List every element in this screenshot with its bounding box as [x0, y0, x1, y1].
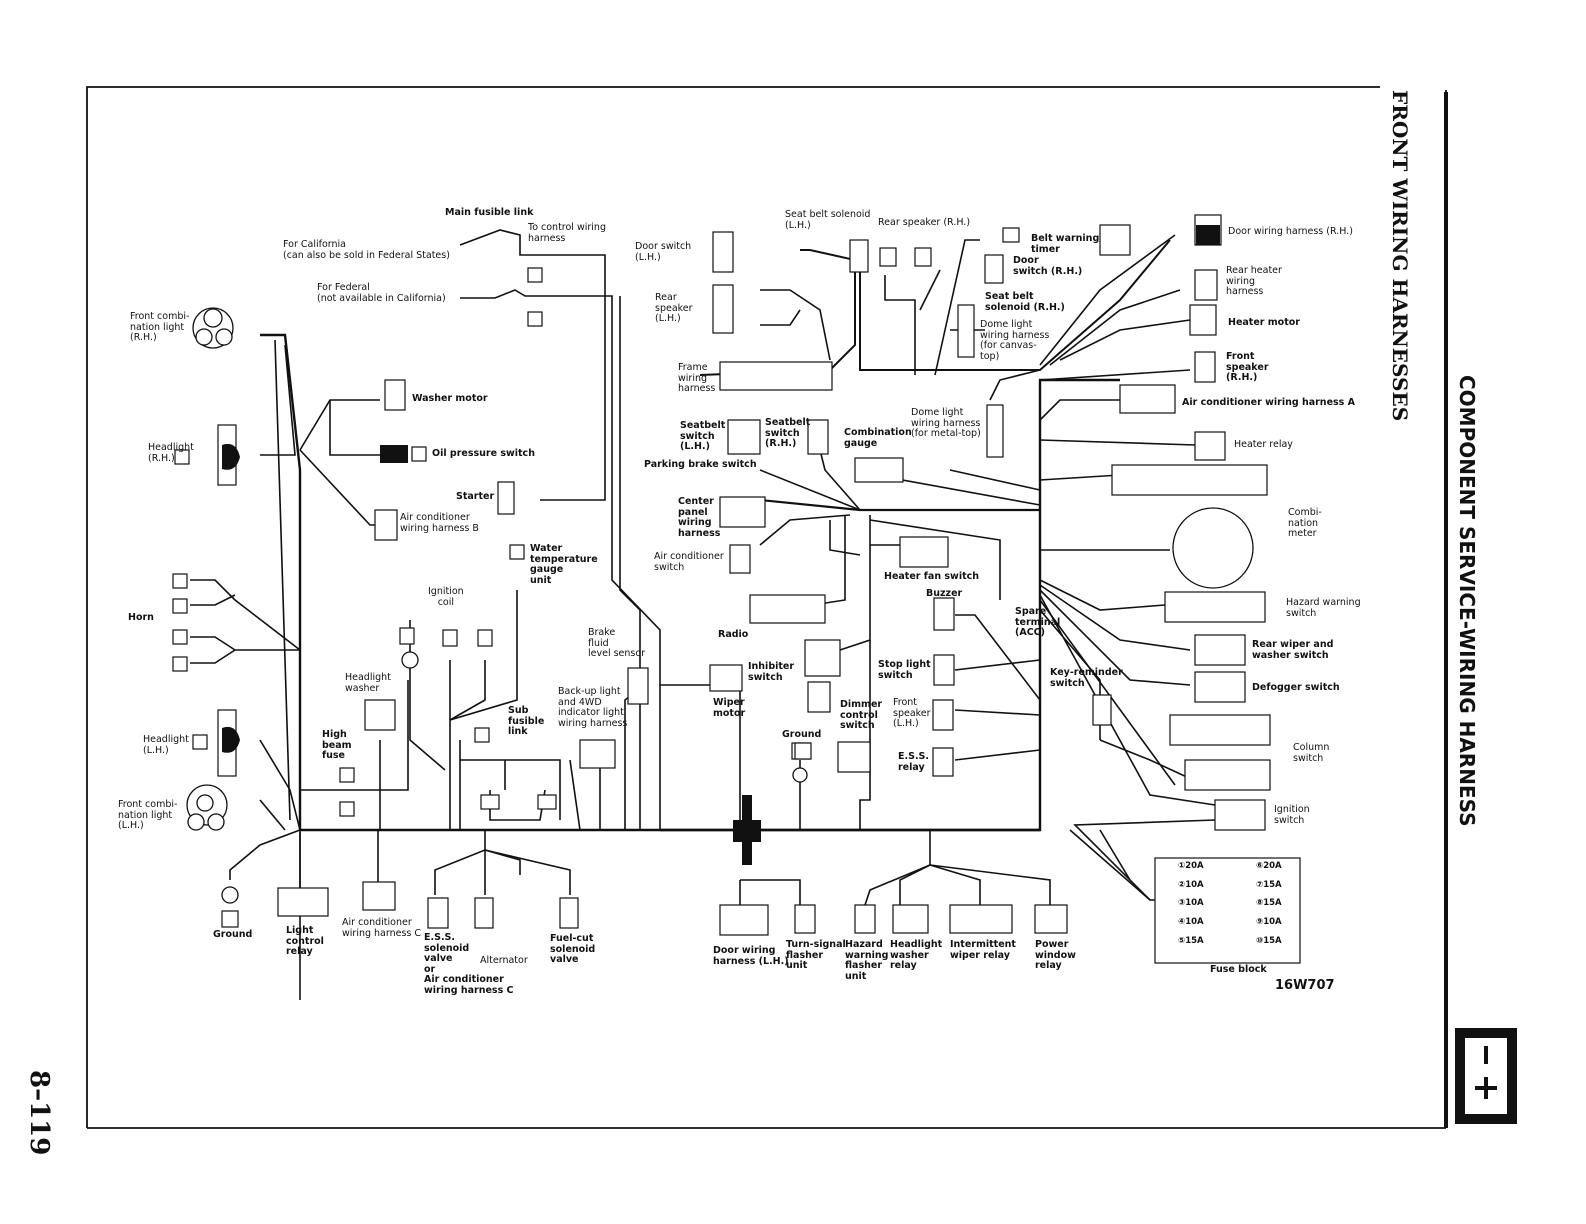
- label-key-reminder: Key-reminder switch: [1050, 667, 1123, 689]
- label-light-control-relay: Light control relay: [286, 925, 324, 957]
- label-ac-harness-b: Air conditioner wiring harness B: [400, 512, 479, 534]
- label-ac-switch: Air conditioner switch: [654, 551, 724, 573]
- label-horn: Horn: [128, 612, 154, 623]
- label-hazard-switch: Hazard warning switch: [1286, 597, 1361, 619]
- label-headlight-washer-relay: Headlight washer relay: [890, 939, 943, 971]
- fuse-4: ④10A: [1178, 917, 1204, 927]
- label-starter: Starter: [456, 491, 495, 502]
- label-door-harness-rh: Door wiring harness (R.H.): [1228, 226, 1353, 237]
- fuse-6: ⑥20A: [1256, 861, 1282, 871]
- label-high-beam-fuse: High beam fuse: [322, 729, 352, 761]
- label-intermittent: Intermittent wiper relay: [950, 939, 1016, 961]
- label-center-panel: Center panel wiring harness: [678, 496, 721, 539]
- label-sub-fusible-link: Sub fusible link: [508, 705, 545, 737]
- label-backup-light: Back-up light and 4WD indicator light wi…: [558, 686, 628, 729]
- label-seat-belt-solenoid-rh: Seat belt solenoid (R.H.): [985, 291, 1065, 313]
- label-buzzer: Buzzer: [926, 588, 963, 599]
- label-seatbelt-switch-lh: Seatbelt switch (L.H.): [680, 420, 726, 452]
- label-power-window: Power window relay: [1035, 939, 1076, 971]
- label-frame-harness: Frame wiring harness: [678, 362, 716, 394]
- label-headlight-lh: Headlight (L.H.): [143, 734, 189, 756]
- fuse-1: ①20A: [1178, 861, 1204, 871]
- label-door-harness-lh: Door wiring harness (L.H.): [713, 945, 789, 967]
- label-heater-fan: Heater fan switch: [884, 571, 980, 582]
- label-ignition-switch: Ignition switch: [1274, 804, 1310, 826]
- label-radio: Radio: [718, 629, 749, 640]
- fuse-2: ②10A: [1178, 880, 1204, 890]
- label-hazard-flasher: Hazard warning flasher unit: [845, 939, 889, 982]
- label-brake-fluid: Brake fluid level sensor: [588, 627, 646, 659]
- label-ac-harness-a: Air conditioner wiring harness A: [1182, 397, 1355, 408]
- label-fuel-cut: Fuel-cut solenoid valve: [550, 933, 596, 965]
- label-ground-center: Ground: [782, 729, 822, 740]
- label-fuse-block: Fuse block: [1210, 964, 1267, 975]
- label-belt-warning: Belt warning timer: [1031, 233, 1100, 255]
- label-water-temp: Water temperature gauge unit: [530, 543, 598, 586]
- diagram-code: 16W707: [1275, 978, 1335, 993]
- label-door-switch-rh: Door switch (R.H.): [1013, 255, 1083, 277]
- label-front-combi-rh: Front combi- nation light (R.H.): [130, 311, 190, 343]
- label-seat-belt-solenoid-lh: Seat belt solenoid (L.H.): [785, 209, 871, 231]
- label-ground-left: Ground: [213, 929, 253, 940]
- label-door-switch-lh: Door switch (L.H.): [635, 241, 692, 263]
- label-heater-motor: Heater motor: [1228, 317, 1300, 328]
- label-front-speaker-lh: Front speaker (L.H.): [893, 697, 931, 729]
- label-wiper-motor: Wiper motor: [713, 697, 746, 719]
- label-oil-pressure: Oil pressure switch: [432, 448, 535, 459]
- label-for-federal: For Federal (not available in California…: [317, 282, 446, 304]
- label-turn-signal: Turn-signal flasher unit: [786, 939, 846, 971]
- label-ac-harness-c: Air conditioner wiring harness C: [342, 917, 422, 939]
- label-front-combi-lh: Front combi- nation light (L.H.): [118, 799, 178, 831]
- label-defogger: Defogger switch: [1252, 682, 1340, 693]
- label-spare-terminal: Spare terminal (ACC): [1015, 606, 1061, 638]
- label-stop-light: Stop light switch: [878, 659, 931, 681]
- label-washer-motor: Washer motor: [412, 393, 488, 404]
- side-title-component: COMPONENT SERVICE-WIRING HARNESS: [1455, 375, 1479, 827]
- label-heater-relay: Heater relay: [1234, 439, 1293, 450]
- fuse-7: ⑦15A: [1256, 880, 1282, 890]
- page-number: 8–119: [24, 1070, 54, 1156]
- label-rear-speaker-lh: Rear speaker (L.H.): [655, 292, 693, 324]
- fuse-3: ③10A: [1178, 898, 1204, 908]
- fuse-10: ⑩15A: [1256, 936, 1282, 946]
- label-column-switch: Column switch: [1293, 742, 1330, 764]
- label-rear-heater: Rear heater wiring harness: [1226, 265, 1282, 297]
- side-title-front: FRONT WIRING HARNESSES: [1388, 90, 1412, 422]
- fuse-9: ⑨10A: [1256, 917, 1282, 927]
- label-front-speaker-rh: Front speaker (R.H.): [1226, 351, 1269, 383]
- label-main-fusible-link: Main fusible link: [445, 207, 534, 218]
- label-seatbelt-switch-rh: Seatbelt switch (R.H.): [765, 417, 811, 449]
- fuse-block: ①20A ②10A ③10A ④10A ⑤15A ⑥20A ⑦15A ⑧15A …: [1160, 860, 1300, 960]
- label-headlight-rh: Headlight (R.H.): [148, 442, 194, 464]
- label-dome-light-canvas: Dome light wiring harness (for canvas- t…: [980, 319, 1050, 362]
- fuse-5: ⑤15A: [1178, 936, 1204, 946]
- label-ignition-coil: Ignition coil: [428, 586, 464, 608]
- label-headlight-washer: Headlight washer: [345, 672, 391, 694]
- label-dome-light-metal: Dome light wiring harness (for metal-top…: [911, 407, 981, 439]
- label-alternator: Alternator: [480, 955, 528, 966]
- label-rear-wiper-switch: Rear wiper and washer switch: [1252, 639, 1334, 661]
- fuse-8: ⑧15A: [1256, 898, 1282, 908]
- label-combination-gauge: Combination gauge: [844, 427, 912, 449]
- label-to-control: To control wiring harness: [528, 222, 606, 244]
- label-ess-relay: E.S.S. relay: [898, 751, 930, 773]
- label-parking-brake: Parking brake switch: [644, 459, 757, 470]
- label-ess-solenoid: E.S.S. solenoid valve or Air conditioner…: [424, 932, 514, 996]
- label-for-california: For California (can also be sold in Fede…: [283, 239, 450, 261]
- electrical-section-icon: [1455, 1028, 1517, 1124]
- label-dimmer: Dimmer control switch: [840, 699, 883, 731]
- label-rear-speaker-rh: Rear speaker (R.H.): [878, 217, 971, 228]
- label-inhibiter: Inhibiter switch: [748, 661, 795, 683]
- label-combination-meter: Combi- nation meter: [1288, 507, 1322, 539]
